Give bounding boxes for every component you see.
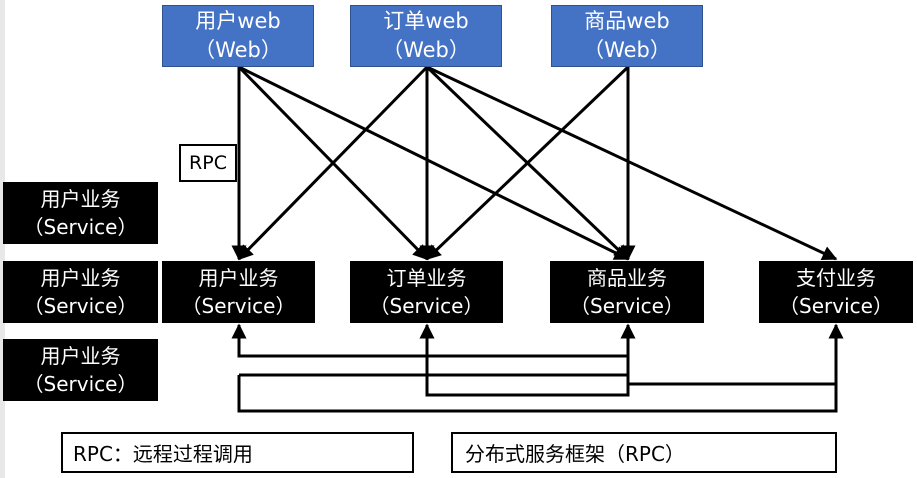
rpc-label: RPC	[179, 144, 237, 182]
service-node-user: 用户业务 （Service）	[162, 261, 315, 323]
web-node-user: 用户web （Web）	[162, 5, 314, 67]
service-node-product: 商品业务 （Service）	[550, 261, 704, 323]
bus-user-payment	[237, 325, 838, 413]
service-node-order-sub: （Service）	[369, 294, 484, 318]
side-service-1: 用户业务 （Service）	[3, 182, 158, 244]
web-node-user-sub: （Web）	[194, 38, 282, 62]
side-service-2-name: 用户业务	[40, 266, 121, 290]
service-node-product-sub: （Service）	[570, 294, 684, 318]
web-node-order-sub: （Web）	[382, 38, 470, 62]
side-service-3-name: 用户业务	[40, 344, 121, 368]
service-node-payment-sub: （Service）	[779, 294, 893, 318]
side-service-1-sub: （Service）	[23, 215, 138, 239]
web-node-order-name: 订单web	[383, 9, 469, 33]
web-node-order: 订单web （Web）	[350, 5, 502, 67]
web-node-product: 商品web （Web）	[551, 5, 703, 67]
web-node-user-name: 用户web	[195, 9, 281, 33]
side-service-3-sub: （Service）	[23, 372, 138, 396]
service-node-order-name: 订单业务	[386, 266, 467, 290]
bus-user-product	[237, 325, 630, 358]
bus-product-payment	[626, 382, 836, 395]
side-service-3: 用户业务 （Service）	[3, 339, 158, 401]
bus-order-product	[425, 325, 630, 397]
wire-user-web-to-product-service	[238, 65, 630, 261]
service-node-user-name: 用户业务	[198, 266, 279, 290]
wire-order-web-to-payment-service	[426, 65, 838, 261]
side-service-1-name: 用户业务	[40, 187, 121, 211]
left-edge-strip	[0, 0, 5, 478]
service-node-payment-name: 支付业务	[796, 266, 876, 290]
service-node-payment: 支付业务 （Service）	[759, 261, 913, 323]
side-service-2-sub: （Service）	[23, 294, 138, 318]
web-node-product-name: 商品web	[584, 9, 670, 33]
web-node-product-sub: （Web）	[583, 38, 671, 62]
service-node-order: 订单业务 （Service）	[350, 261, 503, 323]
note-rpc-framework: 分布式服务框架（RPC）	[451, 432, 837, 473]
side-service-2: 用户业务 （Service）	[3, 261, 158, 323]
wire-order-web-to-user-service	[237, 65, 429, 261]
service-node-product-name: 商品业务	[587, 266, 667, 290]
service-node-user-sub: （Service）	[181, 294, 296, 318]
wire-product-web-to-order-service	[425, 65, 630, 261]
note-rpc-definition: RPC：远程过程调用	[61, 432, 414, 473]
